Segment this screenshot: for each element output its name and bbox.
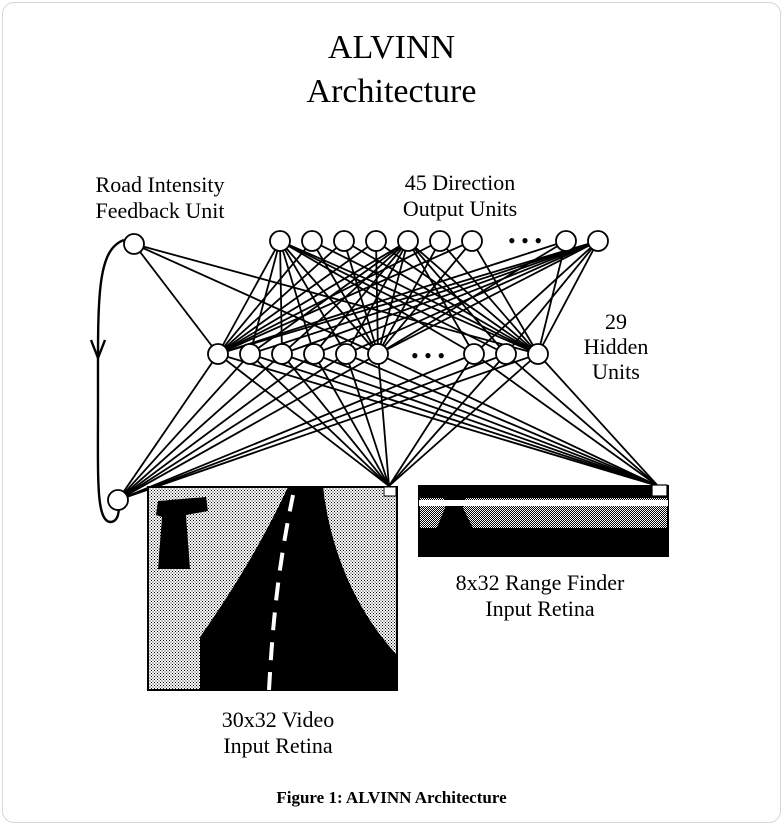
- hidden-to-feedback-input-line: [117, 353, 251, 501]
- connection-lines: [117, 240, 659, 501]
- hidden-to-range-line: [249, 353, 659, 487]
- hidden-to-output-line: [407, 240, 507, 355]
- hidden-to-video-line: [281, 353, 390, 487]
- feedback-unit: [123, 233, 145, 255]
- output-ellipsis: • • •: [508, 228, 542, 253]
- hidden-to-feedback-line: [133, 243, 379, 355]
- hidden-to-feedback-input-line: [117, 353, 507, 501]
- ellipsis-marks: • • • • • •: [411, 228, 542, 368]
- network-units: [107, 230, 609, 511]
- hidden-to-output-line: [345, 240, 599, 355]
- hidden-to-video-line: [249, 353, 390, 487]
- hidden-to-video-line: [217, 353, 390, 487]
- hidden-to-output-line: [279, 240, 507, 355]
- output-label-line2: Output Units: [402, 196, 518, 221]
- hidden-to-output-line: [279, 240, 347, 355]
- hidden-to-output-line: [249, 240, 409, 355]
- hidden-to-video-line: [388, 353, 539, 487]
- feedback-label-line2: Feedback Unit: [95, 198, 225, 223]
- hidden-unit: [495, 343, 517, 365]
- hidden-to-feedback-input-line: [117, 353, 283, 501]
- hidden-unit: [207, 343, 229, 365]
- output-unit: [555, 230, 577, 252]
- range-label-line1: 8x32 Range Finder: [455, 570, 625, 595]
- feedback-loop: [96, 238, 125, 524]
- hidden-to-video-line: [345, 353, 390, 487]
- hidden-unit: [303, 343, 325, 365]
- output-unit: [269, 230, 291, 252]
- hidden-to-range-line: [345, 353, 659, 487]
- video-retina: [147, 486, 398, 691]
- range-retina: [418, 484, 669, 557]
- hidden-to-feedback-input-line: [117, 353, 347, 501]
- hidden-to-feedback-input-line: [117, 353, 219, 501]
- output-unit: [461, 230, 483, 252]
- hidden-to-video-line: [388, 353, 475, 487]
- diagram-title: ALVINN: [327, 29, 456, 66]
- range-label-line2: Input Retina: [485, 596, 595, 621]
- hidden-to-range-line: [505, 353, 659, 487]
- hidden-to-range-line: [377, 353, 659, 487]
- feedback-input-unit: [107, 489, 129, 511]
- figure-caption: Figure 1: ALVINN Architecture: [276, 788, 507, 807]
- hidden-unit: [367, 343, 389, 365]
- hidden-to-output-line: [281, 240, 409, 355]
- hidden-to-output-line: [279, 240, 539, 355]
- video-label-line2: Input Retina: [223, 733, 333, 758]
- hidden-to-feedback-line: [133, 243, 219, 355]
- hidden-unit: [335, 343, 357, 365]
- video-label-line1: 30x32 Video: [221, 707, 335, 732]
- hidden-label-line2: Hidden: [583, 334, 649, 359]
- hidden-to-range-line: [473, 353, 659, 487]
- hidden-to-range-line: [281, 353, 659, 487]
- hidden-to-output-line: [537, 240, 599, 355]
- hidden-to-video-line: [377, 353, 390, 487]
- hidden-label-line1: 29: [605, 309, 627, 334]
- hidden-to-output-line: [505, 240, 599, 355]
- output-unit: [301, 230, 323, 252]
- hidden-to-output-line: [473, 240, 599, 355]
- output-unit: [365, 230, 387, 252]
- hidden-unit: [463, 343, 485, 365]
- hidden-to-output-line: [217, 240, 281, 355]
- output-unit: [397, 230, 419, 252]
- hidden-ellipsis: • • •: [411, 343, 445, 368]
- hidden-to-range-line: [537, 353, 659, 487]
- hidden-unit: [239, 343, 261, 365]
- hidden-to-output-line: [313, 240, 409, 355]
- output-unit: [333, 230, 355, 252]
- hidden-to-feedback-input-line: [117, 353, 315, 501]
- feedback-arrow-head: [89, 339, 107, 362]
- hidden-to-feedback-input-line: [117, 353, 475, 501]
- hidden-to-feedback-input-line: [117, 353, 379, 501]
- hidden-unit: [527, 343, 549, 365]
- output-label-line1: 45 Direction: [404, 170, 516, 195]
- hidden-to-output-line: [279, 240, 475, 355]
- hidden-to-output-line: [471, 240, 539, 355]
- output-unit: [429, 230, 451, 252]
- output-unit: [587, 230, 609, 252]
- hidden-to-video-line: [388, 353, 507, 487]
- hidden-to-feedback-input-line: [117, 353, 539, 501]
- hidden-to-video-line: [313, 353, 390, 487]
- hidden-to-range-line: [217, 353, 659, 487]
- hidden-to-output-line: [279, 240, 315, 355]
- hidden-unit: [271, 343, 293, 365]
- hidden-label-line3: Units: [592, 359, 640, 384]
- hidden-to-output-line: [407, 240, 475, 355]
- feedback-label-line1: Road Intensity: [95, 172, 225, 197]
- hidden-to-output-line: [249, 240, 281, 355]
- diagram-subtitle: Architecture: [306, 73, 477, 110]
- hidden-to-output-line: [279, 240, 283, 355]
- hidden-to-range-line: [313, 353, 659, 487]
